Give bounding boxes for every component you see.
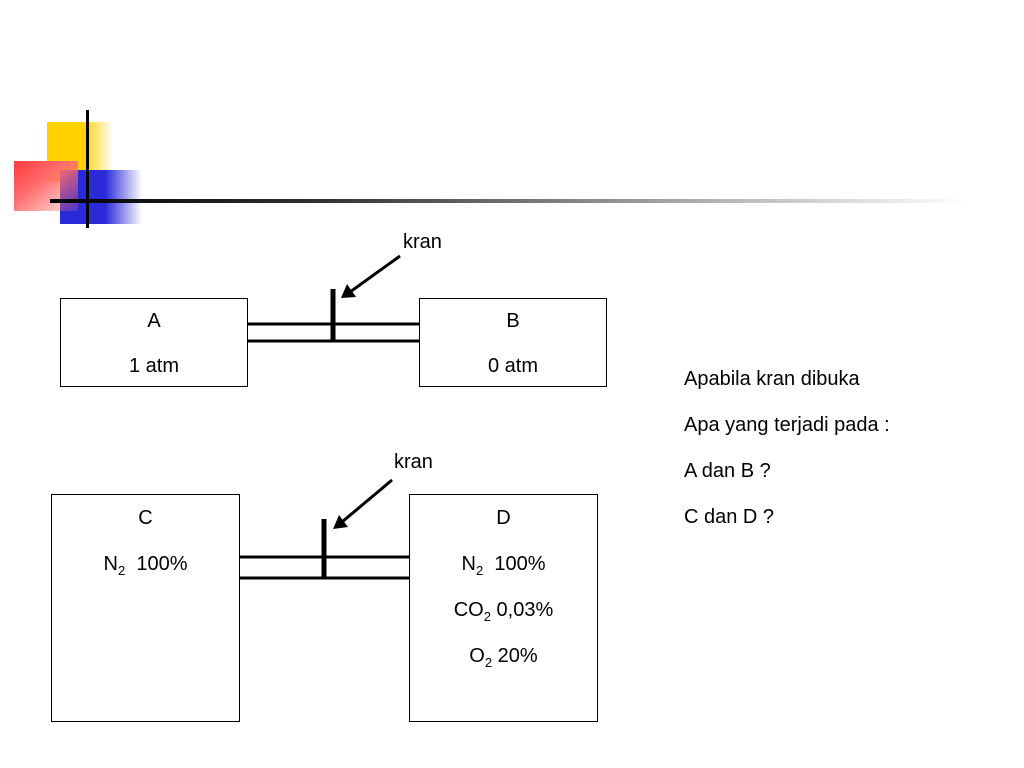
valve-label-bottom: kran xyxy=(394,451,433,473)
container-c-gas-line: N2 100% xyxy=(103,553,188,578)
arrow-top xyxy=(349,254,401,294)
container-d-name: D xyxy=(496,507,511,529)
container-d-gas-line: CO2 0,03% xyxy=(453,599,554,624)
question-line: Apa yang terjadi pada : xyxy=(684,414,890,436)
valve-label-top: kran xyxy=(403,231,442,253)
question-line: Apabila kran dibuka xyxy=(684,368,860,390)
container-b-name: B xyxy=(506,310,520,332)
container-c: C N2 100% xyxy=(51,494,240,722)
container-a-name: A xyxy=(147,310,161,332)
title-rule xyxy=(50,199,970,203)
arrow-bottom xyxy=(341,478,393,524)
container-d-gas-line: O2 20% xyxy=(469,645,538,670)
container-c-name: C xyxy=(138,507,153,529)
container-b: B 0 atm xyxy=(419,298,607,387)
container-b-pressure: 0 atm xyxy=(487,355,539,377)
container-d-gas-line: N2 100% xyxy=(461,553,546,578)
container-a: A 1 atm xyxy=(60,298,248,387)
question-line: C dan D ? xyxy=(684,506,775,528)
logo-vertical-line xyxy=(86,110,89,228)
question-line: A dan B ? xyxy=(684,460,771,482)
container-d: D N2 100% CO2 0,03% O2 20% xyxy=(409,494,598,722)
container-a-pressure: 1 atm xyxy=(128,355,180,377)
